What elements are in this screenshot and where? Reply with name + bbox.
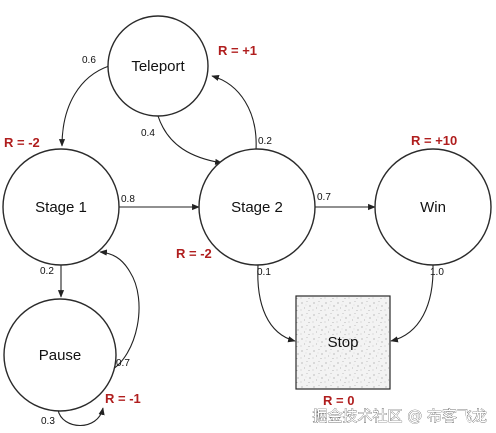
edge-teleport-to-stage2 bbox=[157, 115, 223, 165]
reward-stage2: R = -2 bbox=[176, 246, 212, 261]
prob-pause-self-loop: 0.3 bbox=[41, 416, 55, 427]
state-teleport: Teleport bbox=[107, 15, 209, 117]
edge-stage2-to-teleport bbox=[211, 74, 257, 151]
state-stop: Stop bbox=[295, 295, 391, 390]
state-pause: Pause bbox=[3, 298, 117, 412]
state-stop-label: Stop bbox=[328, 334, 359, 351]
state-stage1: Stage 1 bbox=[2, 148, 120, 266]
state-teleport-label: Teleport bbox=[131, 58, 185, 75]
state-win: Win bbox=[374, 148, 492, 266]
edge-pause-to-stage1 bbox=[99, 249, 140, 372]
reward-win: R = +10 bbox=[411, 133, 457, 148]
edge-pause-self-loop bbox=[57, 407, 105, 426]
state-stage1-label: Stage 1 bbox=[35, 199, 87, 216]
edge-stage2-to-stop bbox=[257, 264, 296, 343]
prob-stage2-to-win: 0.7 bbox=[317, 192, 331, 203]
state-stage2-label: Stage 2 bbox=[231, 199, 283, 216]
reward-stage1: R = -2 bbox=[4, 135, 40, 150]
prob-pause-to-stage1: 0.7 bbox=[116, 358, 130, 369]
prob-win-to-stop: 1.0 bbox=[430, 267, 444, 278]
reward-pause: R = -1 bbox=[105, 391, 141, 406]
state-stage2: Stage 2 bbox=[198, 148, 316, 266]
prob-teleport-to-stage2: 0.4 bbox=[141, 128, 155, 139]
edge-win-to-stop bbox=[390, 264, 434, 343]
prob-stage1-to-stage2: 0.8 bbox=[121, 194, 135, 205]
state-pause-label: Pause bbox=[39, 347, 82, 364]
edge-teleport-to-stage1 bbox=[58, 65, 110, 147]
watermark-text: 掘金技术社区 @ 布客飞龙 bbox=[312, 407, 487, 425]
prob-stage1-to-pause: 0.2 bbox=[40, 266, 54, 277]
prob-stage2-to-teleport: 0.2 bbox=[258, 136, 272, 147]
prob-stage2-to-stop: 0.1 bbox=[257, 267, 271, 278]
state-win-label: Win bbox=[420, 199, 446, 216]
prob-teleport-to-stage1: 0.6 bbox=[82, 55, 96, 66]
reward-teleport: R = +1 bbox=[218, 43, 257, 58]
reward-stop: R = 0 bbox=[323, 393, 354, 408]
